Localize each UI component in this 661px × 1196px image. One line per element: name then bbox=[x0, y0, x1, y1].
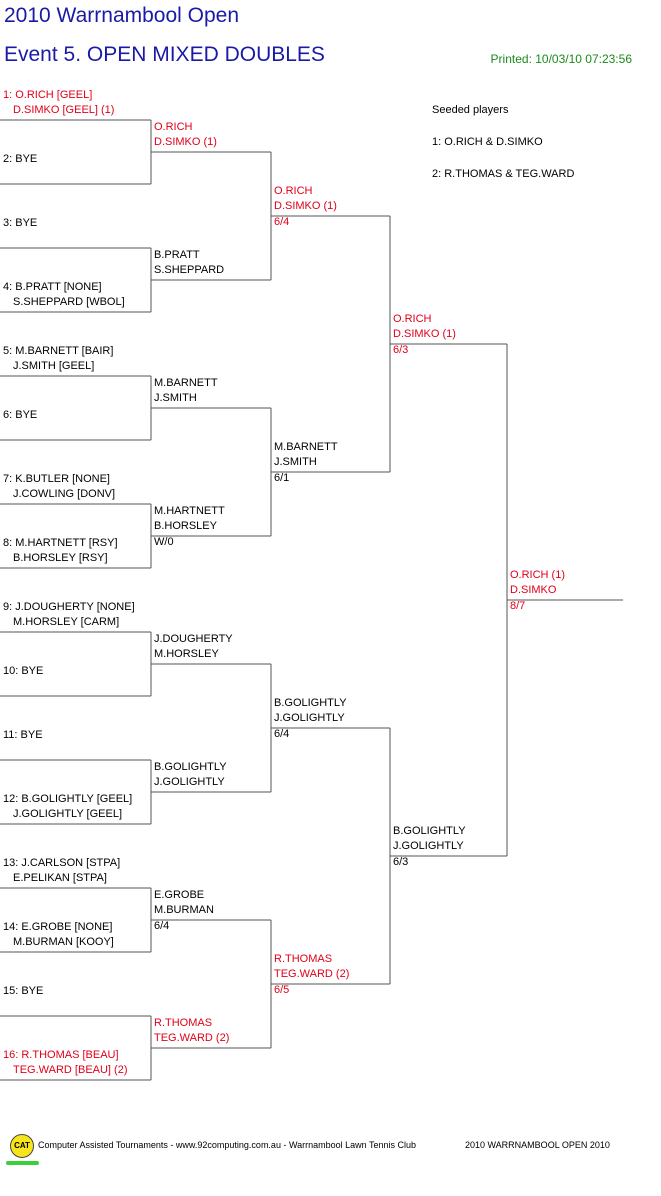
r2-winner-line1: R.THOMAS bbox=[154, 1017, 213, 1029]
entry-line1: 3: BYE bbox=[3, 217, 38, 229]
r2-winner-line1: M.HARTNETT bbox=[154, 505, 225, 517]
entry-line1: 13: J.CARLSON [STPA] bbox=[3, 857, 121, 869]
entry-line2: S.SHEPPARD [WBOL] bbox=[13, 296, 125, 308]
entry-line2: J.COWLING [DONV] bbox=[13, 488, 116, 500]
sf-winner-line2: J.GOLIGHTLY bbox=[393, 840, 464, 852]
qf-winner-line1: O.RICH bbox=[274, 185, 313, 197]
qf-winner-line2: D.SIMKO (1) bbox=[274, 200, 337, 212]
entry-line1: 7: K.BUTLER [NONE] bbox=[3, 473, 110, 485]
entry-line1: 12: B.GOLIGHTLY [GEEL] bbox=[3, 793, 133, 805]
r2-winner-line2: J.GOLIGHTLY bbox=[154, 776, 225, 788]
r2-winner-line1: J.DOUGHERTY bbox=[154, 633, 233, 645]
sf-winner-score: 6/3 bbox=[393, 344, 409, 356]
r2-winner-line1: B.GOLIGHTLY bbox=[154, 761, 227, 773]
r2-winner-line1: O.RICH bbox=[154, 121, 193, 133]
entry-line1: 10: BYE bbox=[3, 665, 44, 677]
entry-line2: J.GOLIGHTLY [GEEL] bbox=[13, 808, 123, 820]
entry-line1: 9: J.DOUGHERTY [NONE] bbox=[3, 601, 135, 613]
event-title: Event 5. OPEN MIXED DOUBLES bbox=[4, 43, 325, 66]
entry-line1: 16: R.THOMAS [BEAU] bbox=[3, 1049, 119, 1061]
entry-line2: J.SMITH [GEEL] bbox=[13, 360, 95, 372]
r2-winner-line2: M.HORSLEY bbox=[154, 648, 219, 660]
qf-winner-line1: M.BARNETT bbox=[274, 441, 338, 453]
qf-winner-score: 6/1 bbox=[274, 472, 290, 484]
printed-timestamp: Printed: 10/03/10 07:23:56 bbox=[490, 52, 632, 66]
sf-winner-score: 6/3 bbox=[393, 856, 409, 868]
qf-winner-line2: TEG.WARD (2) bbox=[274, 968, 350, 980]
qf-winner-line2: J.SMITH bbox=[274, 456, 317, 468]
sf-winner-line1: O.RICH bbox=[393, 313, 432, 325]
entry-line1: 6: BYE bbox=[3, 409, 38, 421]
r2-winner-score: W/0 bbox=[154, 536, 174, 548]
r2-winner-line2: S.SHEPPARD bbox=[154, 264, 225, 276]
entry-line1: 4: B.PRATT [NONE] bbox=[3, 281, 102, 293]
champion-line2: D.SIMKO bbox=[510, 584, 557, 596]
r2-winner-line1: E.GROBE bbox=[154, 889, 205, 901]
qf-winner-score: 6/5 bbox=[274, 984, 290, 996]
logo-underline bbox=[6, 1161, 39, 1165]
r2-winner-line1: B.PRATT bbox=[154, 249, 200, 261]
entry-line2: B.HORSLEY [RSY] bbox=[13, 552, 108, 564]
champion-line1: O.RICH (1) bbox=[510, 569, 565, 581]
seed-entry-1: 1: O.RICH & D.SIMKO bbox=[432, 136, 543, 148]
entry-line1: 1: O.RICH [GEEL] bbox=[3, 89, 93, 101]
entry-line2: E.PELIKAN [STPA] bbox=[13, 872, 107, 884]
entry-line2: M.HORSLEY [CARM] bbox=[13, 616, 120, 628]
footer-credit: Computer Assisted Tournaments - www.92co… bbox=[38, 1140, 417, 1150]
entry-line2: M.BURMAN [KOOY] bbox=[13, 936, 114, 948]
r2-winner-line2: J.SMITH bbox=[154, 392, 197, 404]
entry-line1: 11: BYE bbox=[3, 729, 43, 741]
qf-winner-score: 6/4 bbox=[274, 728, 290, 740]
seed-entry-2: 2: R.THOMAS & TEG.WARD bbox=[432, 168, 575, 180]
entry-line2: TEG.WARD [BEAU] (2) bbox=[13, 1064, 128, 1076]
r2-winner-line1: M.BARNETT bbox=[154, 377, 218, 389]
tournament-title: 2010 Warrnambool Open bbox=[4, 4, 240, 27]
entry-line1: 14: E.GROBE [NONE] bbox=[3, 921, 113, 933]
qf-winner-line1: B.GOLIGHTLY bbox=[274, 697, 347, 709]
seeded-heading: Seeded players bbox=[432, 104, 509, 116]
r2-winner-line2: M.BURMAN bbox=[154, 904, 214, 916]
r2-winner-line2: B.HORSLEY bbox=[154, 520, 217, 532]
r2-winner-line2: TEG.WARD (2) bbox=[154, 1032, 230, 1044]
qf-winner-score: 6/4 bbox=[274, 216, 290, 228]
entry-line1: 15: BYE bbox=[3, 985, 44, 997]
footer-event: 2010 WARRNAMBOOL OPEN 2010 bbox=[465, 1140, 610, 1150]
sf-winner-line2: D.SIMKO (1) bbox=[393, 328, 456, 340]
champion-score: 8/7 bbox=[510, 600, 526, 612]
r2-winner-line2: D.SIMKO (1) bbox=[154, 136, 217, 148]
entry-line2: D.SIMKO [GEEL] (1) bbox=[13, 104, 115, 116]
qf-winner-line2: J.GOLIGHTLY bbox=[274, 712, 345, 724]
entry-line1: 2: BYE bbox=[3, 153, 38, 165]
qf-winner-line1: R.THOMAS bbox=[274, 953, 333, 965]
cat-logo: CAT bbox=[10, 1134, 34, 1158]
r2-winner-score: 6/4 bbox=[154, 920, 170, 932]
entry-line1: 5: M.BARNETT [BAIR] bbox=[3, 345, 114, 357]
entry-line1: 8: M.HARTNETT [RSY] bbox=[3, 537, 118, 549]
sf-winner-line1: B.GOLIGHTLY bbox=[393, 825, 466, 837]
